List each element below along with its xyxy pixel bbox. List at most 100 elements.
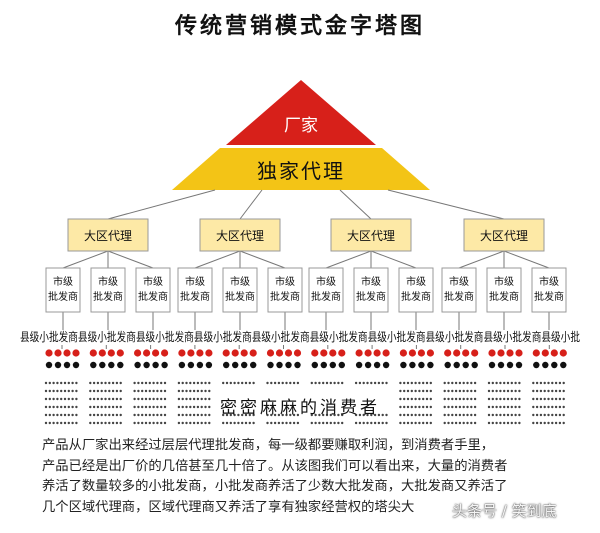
consumer-dot <box>403 413 406 417</box>
consumer-dot <box>473 421 477 425</box>
consumer-head <box>117 361 124 369</box>
consumer-dot <box>285 421 288 425</box>
consumer-dot <box>410 413 413 417</box>
consumer-dot <box>425 381 429 385</box>
consumer-dot <box>354 381 358 385</box>
consumer-dot <box>558 389 562 393</box>
consumer-dot <box>63 381 67 385</box>
consumer-head <box>497 361 505 369</box>
consumer-head <box>311 349 319 357</box>
consumer-head <box>408 349 416 357</box>
consumer-head <box>241 361 248 369</box>
consumer-dot <box>44 413 48 417</box>
consumer-dot <box>503 389 506 393</box>
consumer-dot <box>244 413 248 417</box>
consumer-dot <box>292 421 296 425</box>
consumer-dot <box>451 421 454 425</box>
consumer-cluster <box>222 345 257 369</box>
consumer-dot <box>152 389 155 393</box>
consumer-head <box>329 349 337 357</box>
consumer-dot <box>156 381 159 385</box>
consumer-dot <box>67 389 71 393</box>
consumer-dot <box>100 413 103 417</box>
consumer-dot <box>144 381 148 385</box>
consumer-head <box>400 361 407 369</box>
consumer-head <box>99 361 106 369</box>
consumer-dot <box>410 397 413 401</box>
city-wholesaler-label-line2: 批发商 <box>534 290 564 303</box>
consumer-dot <box>354 421 358 425</box>
consumer-dot <box>451 397 454 401</box>
consumer-dot <box>422 405 425 409</box>
consumer-dot <box>233 381 236 385</box>
consumer-dot <box>499 397 502 401</box>
consumer-dot <box>63 421 67 425</box>
consumer-dot <box>133 421 136 425</box>
consumer-dot <box>410 381 413 385</box>
consumer-dot <box>96 381 100 385</box>
regional-agent-box <box>199 218 281 252</box>
consumer-dot <box>547 421 550 425</box>
consumer-head <box>506 349 514 357</box>
consumer-dot <box>443 413 446 417</box>
consumer-dot <box>71 421 74 425</box>
consumer-dot <box>52 405 55 409</box>
consumer-dot <box>422 397 425 401</box>
consumer-dot <box>108 397 111 401</box>
consumer-dot <box>192 389 196 393</box>
consumer-dot <box>510 413 513 417</box>
consumer-dot <box>89 421 92 425</box>
consumer-head <box>542 361 549 369</box>
consumer-dot <box>370 381 373 385</box>
consumer-dot <box>56 381 59 385</box>
consumer-dot <box>518 389 521 393</box>
consumer-dot <box>337 413 340 417</box>
city-wholesaler-label-line2: 批发商 <box>356 290 386 303</box>
consumer-dot <box>152 381 155 385</box>
consumer-dot <box>189 381 192 385</box>
consumer-dot <box>414 397 417 401</box>
consumer-dot <box>100 397 103 401</box>
connector-line <box>239 189 263 220</box>
consumer-dot <box>225 413 229 417</box>
consumer-dot <box>322 421 325 425</box>
consumer-cluster <box>444 345 479 369</box>
regional-agent-label: 大区代理 <box>84 229 132 243</box>
consumer-dot <box>177 397 181 401</box>
city-wholesaler-box <box>90 267 126 313</box>
consumer-dot <box>487 389 491 393</box>
consumer-dot <box>222 413 225 417</box>
consumer-dot <box>547 381 550 385</box>
consumer-head <box>399 349 407 357</box>
consumer-dot <box>60 421 63 425</box>
consumer-dot <box>370 413 373 417</box>
consumer-dot <box>189 397 192 401</box>
consumer-dot <box>289 413 292 417</box>
consumer-dot <box>119 405 122 409</box>
consumer-head <box>364 361 372 369</box>
consumer-dot <box>111 397 115 401</box>
consumer-dot <box>115 421 119 425</box>
consumer-dot <box>558 421 562 425</box>
consumer-dot <box>141 389 144 393</box>
consumer-cluster <box>488 345 523 369</box>
city-wholesaler-label-line2: 批发商 <box>225 290 255 303</box>
city-wholesaler-label-line2: 批发商 <box>401 290 431 303</box>
consumer-dot <box>454 381 458 385</box>
connector-line <box>107 189 216 220</box>
consumer-dot <box>447 413 450 417</box>
consumer-dot <box>273 413 277 417</box>
consumer-dot <box>462 397 465 401</box>
consumer-dot <box>414 381 417 385</box>
consumer-dot <box>458 405 462 409</box>
consumer-dot <box>92 389 96 393</box>
consumer-dot <box>137 381 140 385</box>
consumer-dot <box>144 405 148 409</box>
consumer-dot <box>192 413 196 417</box>
consumer-dot <box>181 397 184 401</box>
consumer-head <box>240 349 248 357</box>
consumer-dot <box>370 421 373 425</box>
